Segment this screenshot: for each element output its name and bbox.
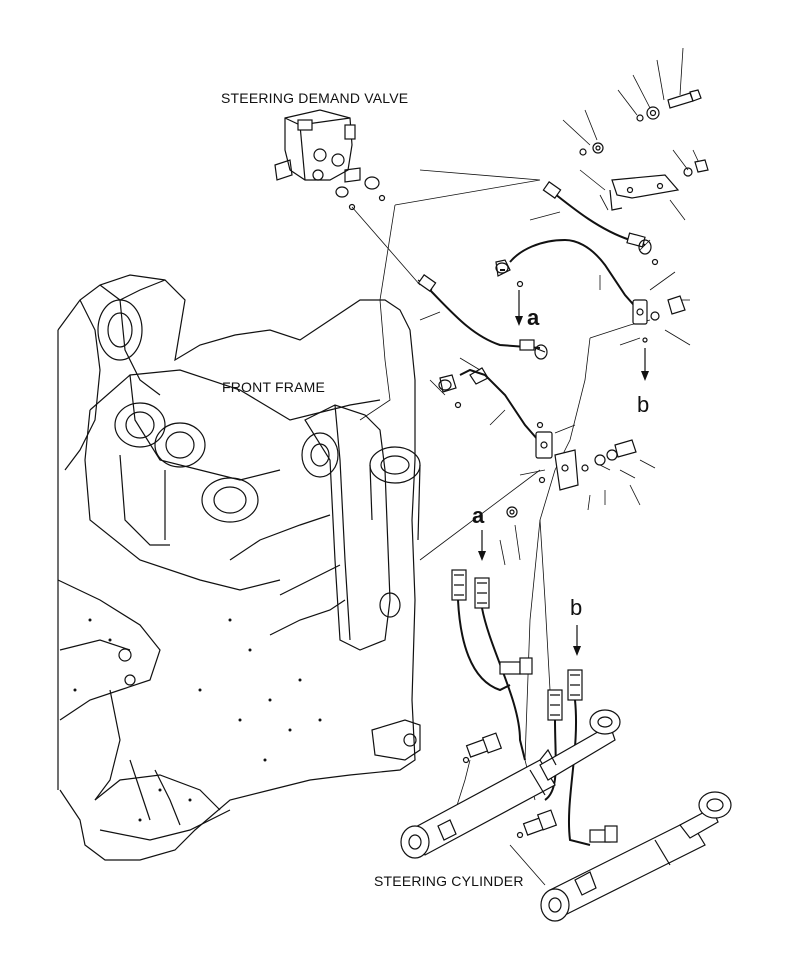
marker-a-lower: a xyxy=(472,503,485,528)
front-frame-label: FRONT FRAME xyxy=(222,379,326,395)
marker-b-upper: b xyxy=(637,392,650,417)
hose-assembly-drawing xyxy=(417,89,709,518)
steering-demand-valve-label: STEERING DEMAND VALVE xyxy=(221,90,409,106)
front-frame-drawing xyxy=(57,274,421,861)
flow-arrows xyxy=(478,290,649,656)
marker-a-upper: a xyxy=(527,305,540,330)
cylinder-hoses-drawing xyxy=(400,569,732,922)
steering-cylinder-label: STEERING CYLINDER xyxy=(374,873,524,889)
leader-lines xyxy=(351,47,701,886)
steering-demand-valve-drawing xyxy=(274,109,386,211)
marker-b-lower: b xyxy=(570,595,583,620)
